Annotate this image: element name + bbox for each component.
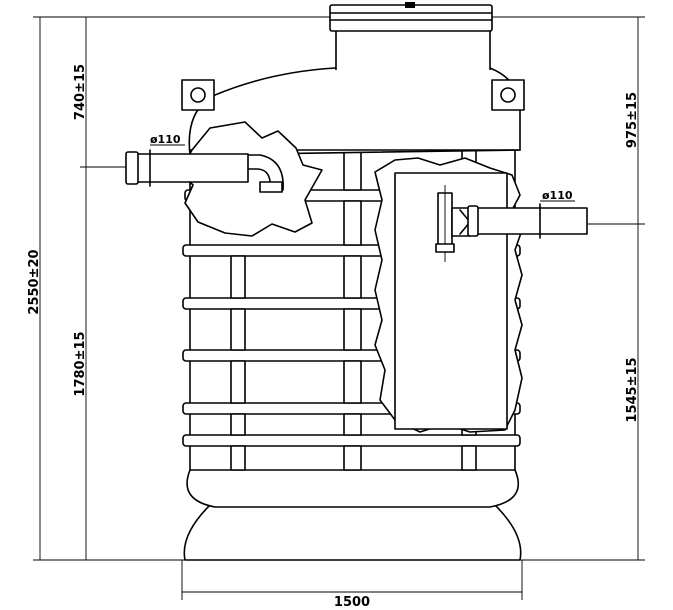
tank-bottom bbox=[186, 469, 520, 508]
tank-neck bbox=[329, 2, 493, 70]
dim-outlet-bottom: 1545±15 bbox=[625, 357, 640, 422]
dimension-lines bbox=[33, 16, 645, 600]
left-cutaway bbox=[179, 121, 323, 237]
dim-inlet-top: 740±15 bbox=[73, 64, 88, 120]
lid-handle-icon bbox=[405, 2, 415, 8]
dim-outlet-top: 975±15 bbox=[625, 92, 640, 148]
inlet-pipe-label: ø110 bbox=[150, 133, 181, 146]
inlet-pipe bbox=[125, 144, 249, 187]
dim-width: 1500 bbox=[334, 595, 370, 610]
lifting-lugs bbox=[181, 79, 525, 111]
outlet-pipe-label: ø110 bbox=[542, 189, 573, 202]
dim-inlet-bottom: 1780±15 bbox=[73, 331, 88, 396]
dim-total-height: 2550±20 bbox=[27, 249, 42, 314]
outlet-tee bbox=[435, 185, 471, 262]
outlet-pipe bbox=[467, 200, 588, 239]
tank-base bbox=[183, 504, 522, 561]
